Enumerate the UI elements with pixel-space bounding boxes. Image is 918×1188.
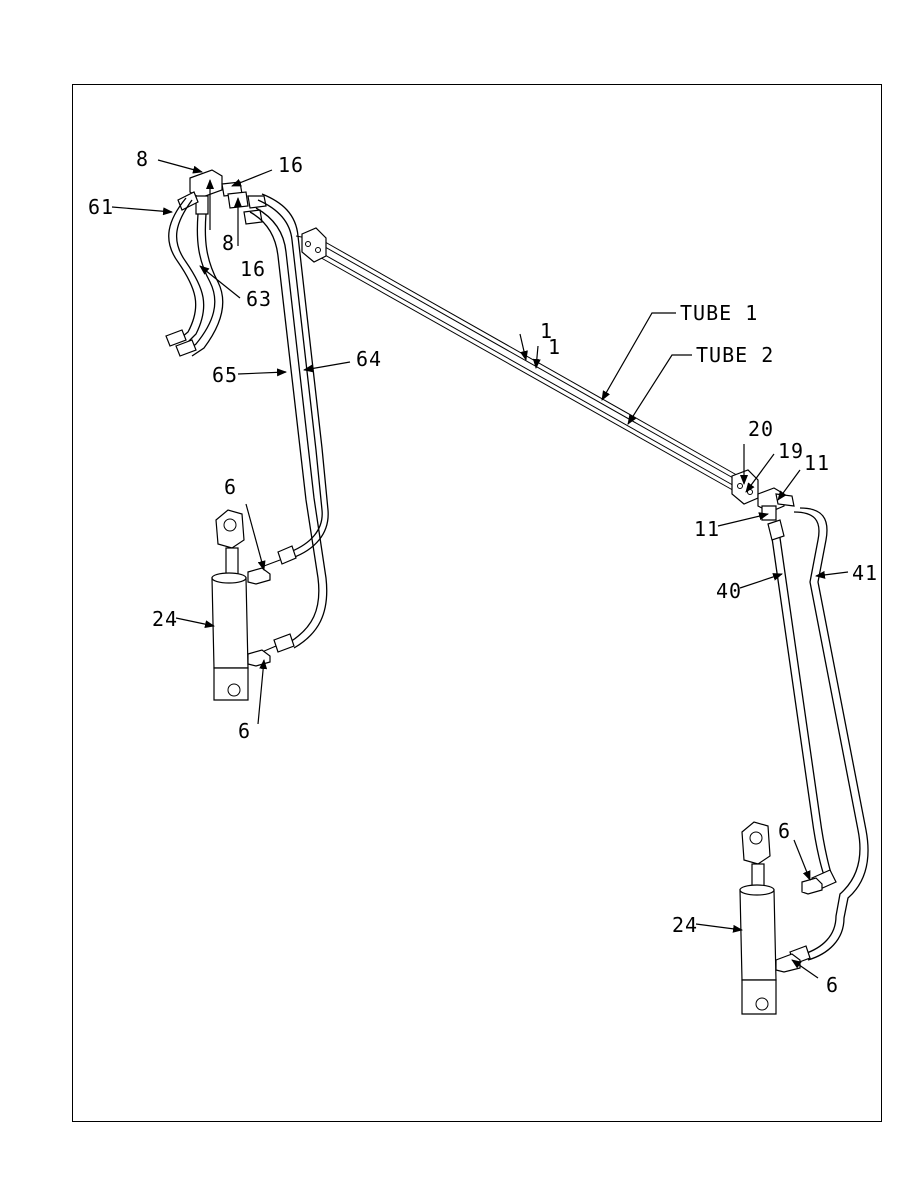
fittings-top-left bbox=[177, 169, 267, 225]
hose-65 bbox=[249, 207, 328, 653]
cylinder-24-right bbox=[739, 821, 823, 1015]
hose-61 bbox=[165, 197, 205, 347]
label-fitting-8-mid: 8 bbox=[222, 231, 235, 255]
label-part-1b: 1 bbox=[548, 335, 561, 359]
label-fitting-6-left-top: 6 bbox=[224, 475, 237, 499]
label-fitting-8-top: 8 bbox=[136, 147, 149, 171]
leader-arrows bbox=[111, 159, 849, 979]
tube-clamp-left bbox=[301, 227, 327, 263]
label-fitting-6-right-top: 6 bbox=[778, 819, 791, 843]
tube-pair bbox=[295, 235, 743, 494]
label-fitting-6-left-bottom: 6 bbox=[238, 719, 251, 743]
label-hose-40: 40 bbox=[716, 579, 742, 603]
label-part-11-left: 11 bbox=[694, 517, 720, 541]
hose-64 bbox=[257, 193, 329, 567]
label-cylinder-24-right: 24 bbox=[672, 913, 698, 937]
hose-63 bbox=[175, 213, 224, 357]
label-hose-61: 61 bbox=[88, 195, 114, 219]
label-part-11-right: 11 bbox=[804, 451, 830, 475]
label-tube-2: TUBE 2 bbox=[696, 343, 774, 367]
label-part-1a: 1 bbox=[540, 319, 553, 343]
label-tube-1: TUBE 1 bbox=[680, 301, 758, 325]
label-hose-65: 65 bbox=[212, 363, 238, 387]
label-hose-63: 63 bbox=[246, 287, 272, 311]
label-fitting-6-right-bottom: 6 bbox=[826, 973, 839, 997]
label-hose-64: 64 bbox=[356, 347, 382, 371]
label-clamp-20: 20 bbox=[748, 417, 774, 441]
label-fitting-16-top: 16 bbox=[278, 153, 304, 177]
label-part-19: 19 bbox=[778, 439, 804, 463]
label-fitting-16-mid: 16 bbox=[240, 257, 266, 281]
label-cylinder-24-left: 24 bbox=[152, 607, 178, 631]
cylinder-24-left bbox=[211, 509, 271, 701]
drawing-border bbox=[72, 84, 882, 1122]
tube-clamp-20 bbox=[731, 469, 759, 505]
label-hose-41: 41 bbox=[852, 561, 878, 585]
